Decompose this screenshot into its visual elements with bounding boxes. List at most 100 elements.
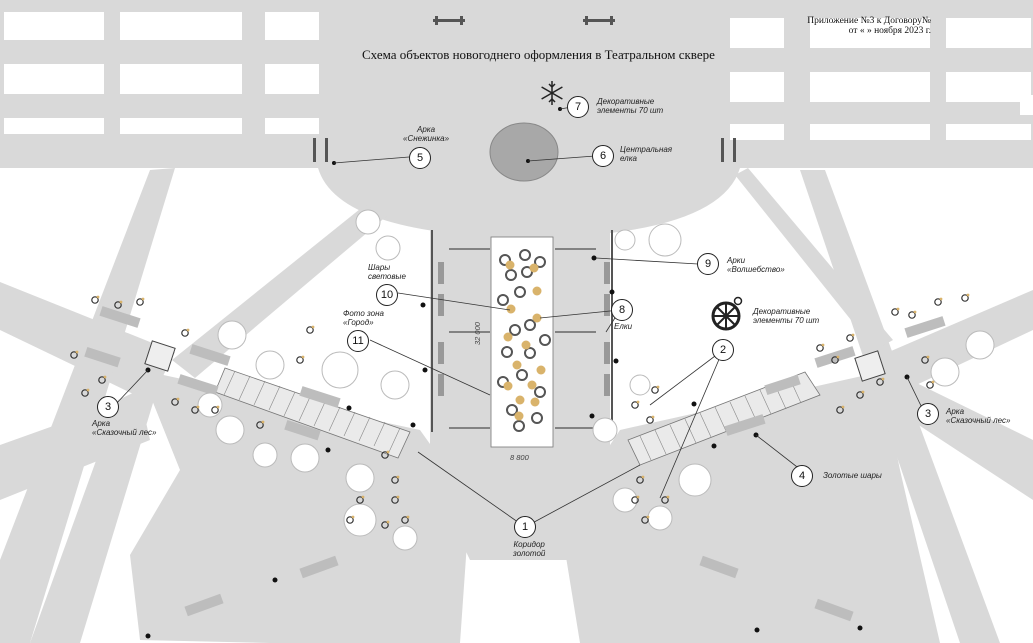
marker-4: 4 [791, 465, 813, 487]
marker-5: 5 [409, 147, 431, 169]
light-ball-icon [529, 263, 539, 273]
decor-element-icon [211, 405, 220, 414]
decor-element-icon [961, 293, 970, 302]
appendix-line-1: Приложение №3 к Договору№ [807, 16, 931, 26]
appendix-line-2: от « » ноября 2023 г. [848, 26, 931, 36]
wheel-ornament-icon [711, 296, 743, 331]
tree-icon [497, 294, 509, 306]
tree-icon [355, 209, 381, 235]
decor-element-icon [631, 400, 640, 409]
light-ball-icon [505, 260, 515, 270]
tree-icon [648, 223, 682, 257]
gold-corridor-right [627, 371, 821, 466]
central-tree [489, 122, 559, 182]
tree-icon [343, 503, 377, 537]
tree-icon [380, 370, 410, 400]
label-arch-fairy-left: Арка«Сказочный лес» [92, 419, 157, 437]
alley-decor [497, 249, 551, 432]
light-ball-icon [512, 360, 522, 370]
tree-icon [217, 320, 247, 350]
label-gold-balls: Золотые шары [823, 471, 882, 480]
decor-element-icon [114, 300, 123, 309]
tree-icon [514, 286, 526, 298]
building-blocks [4, 12, 1033, 140]
tree-icon [519, 249, 531, 261]
tree-icon [501, 346, 513, 358]
tree-icon [255, 350, 285, 380]
tree-icon [505, 269, 517, 281]
tree-icon [197, 392, 223, 418]
benches [438, 262, 610, 396]
tree-icon [678, 463, 712, 497]
marker-8: 8 [611, 299, 633, 321]
decor-element-icon [401, 515, 410, 524]
marker-1: 1 [514, 516, 536, 538]
tree-icon [392, 525, 418, 551]
arch-lines [431, 230, 613, 432]
tree-icon [612, 487, 638, 513]
decor-element-icon [391, 495, 400, 504]
decor-element-icon [356, 495, 365, 504]
lantern-icon [313, 16, 736, 162]
light-ball-icon [532, 313, 542, 323]
tree-icon [524, 347, 536, 359]
decor-element-icon [181, 328, 190, 337]
decor-element-icon [921, 355, 930, 364]
marker-6: 6 [592, 145, 614, 167]
tree-icon [513, 420, 525, 432]
tree-icon [290, 443, 320, 473]
tree-icon [965, 330, 995, 360]
decor-element-icon [70, 350, 79, 359]
gold-corridor-left [214, 367, 411, 459]
decor-element-icon [91, 295, 100, 304]
decor-element-icon [831, 355, 840, 364]
dimension-width: 8 800 [510, 453, 529, 462]
marker-11: 11 [347, 330, 369, 352]
label-arch-fairy-right: Арка«Сказочный лес» [946, 407, 1011, 425]
light-ball-icon [532, 286, 542, 296]
decor-element-icon [636, 475, 645, 484]
decor-element-icon [661, 495, 670, 504]
marker-2: 2 [712, 339, 734, 361]
tree-icon [534, 256, 546, 268]
light-ball-icon [515, 395, 525, 405]
tree-icon [534, 386, 546, 398]
tree-icon [516, 369, 528, 381]
trees [197, 209, 995, 551]
decor-element-icon [891, 307, 900, 316]
page-title: Схема объектов новогоднего оформления в … [362, 47, 715, 62]
snowflake-icon [541, 81, 563, 105]
decor-element-icon [908, 310, 917, 319]
decor-element-icon [98, 375, 107, 384]
decor-element-icon [381, 450, 390, 459]
marker-dots [145, 107, 910, 639]
light-ball-icon [506, 304, 516, 314]
gold-elements [70, 293, 970, 529]
decor-element-icon [631, 495, 640, 504]
light-ball-icon [536, 365, 546, 375]
light-ball-icon [527, 380, 537, 390]
tree-icon [252, 442, 278, 468]
decor-element-icon [646, 415, 655, 424]
leader-lines [114, 105, 926, 528]
tree-icon [345, 463, 375, 493]
tree-icon [524, 319, 536, 331]
light-ball-icon [521, 340, 531, 350]
light-ball-icon [503, 332, 513, 342]
decor-element-icon [641, 515, 650, 524]
marker-10: 10 [376, 284, 398, 306]
light-ball-icon [514, 411, 524, 421]
tree-icon [592, 417, 618, 443]
marker-3-right: 3 [917, 403, 939, 425]
dimension-length: 32 000 [473, 322, 482, 345]
label-photo-zone: Фото зона«Город» [343, 309, 384, 327]
arches-magic [449, 248, 596, 429]
tree-icon [506, 404, 518, 416]
decor-element-icon [296, 355, 305, 364]
tree-icon [531, 412, 543, 424]
